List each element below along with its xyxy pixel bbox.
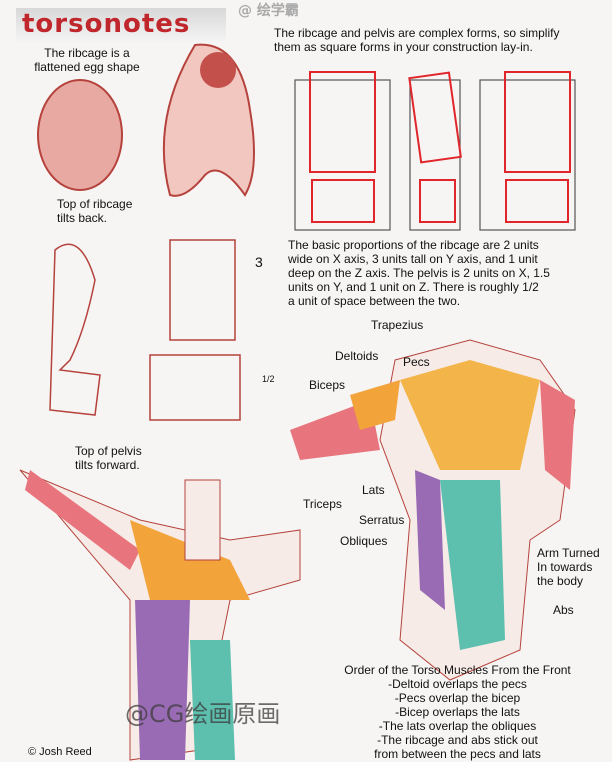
label-obliques: Obliques <box>340 534 388 548</box>
logo: torsonotes <box>16 8 226 42</box>
label-triceps: Triceps <box>303 497 342 511</box>
credit: © Josh Reed <box>28 746 92 758</box>
dimension-mark-y: 3 <box>255 254 263 270</box>
order-title: Order of the Torso Muscles From the Fron… <box>344 663 571 677</box>
muscle-torso-front <box>290 339 576 681</box>
label-serratus: Serratus <box>359 513 405 527</box>
muscle-torso-angled <box>19 469 301 761</box>
watermark-top: @ 绘学霸 <box>238 3 299 19</box>
proportions-caption: The basic proportions of the ribcage are… <box>288 238 550 308</box>
square-forms <box>309 71 571 223</box>
egg-sketch <box>37 79 123 191</box>
label-deltoids: Deltoids <box>335 349 379 363</box>
ribcage-box-sketch <box>169 239 236 341</box>
skeleton-diagrams <box>294 79 576 231</box>
ribcage-front-sketch <box>162 43 255 197</box>
pelvis-box-sketch <box>149 354 241 421</box>
label-biceps: Biceps <box>309 378 346 392</box>
label-lats: Lats <box>362 483 385 497</box>
dimension-mark-half: 1/2 <box>262 374 275 384</box>
label-pecs: Pecs <box>403 355 430 369</box>
label-abs: Abs <box>553 603 574 617</box>
muscle-order-list: Order of the Torso Muscles From the Fron… <box>305 663 610 761</box>
watermark-bottom: @CG绘画原画 <box>125 700 281 728</box>
square-forms-caption: The ribcage and pelvis are complex forms… <box>274 26 560 54</box>
label-trapezius: Trapezius <box>371 318 424 332</box>
